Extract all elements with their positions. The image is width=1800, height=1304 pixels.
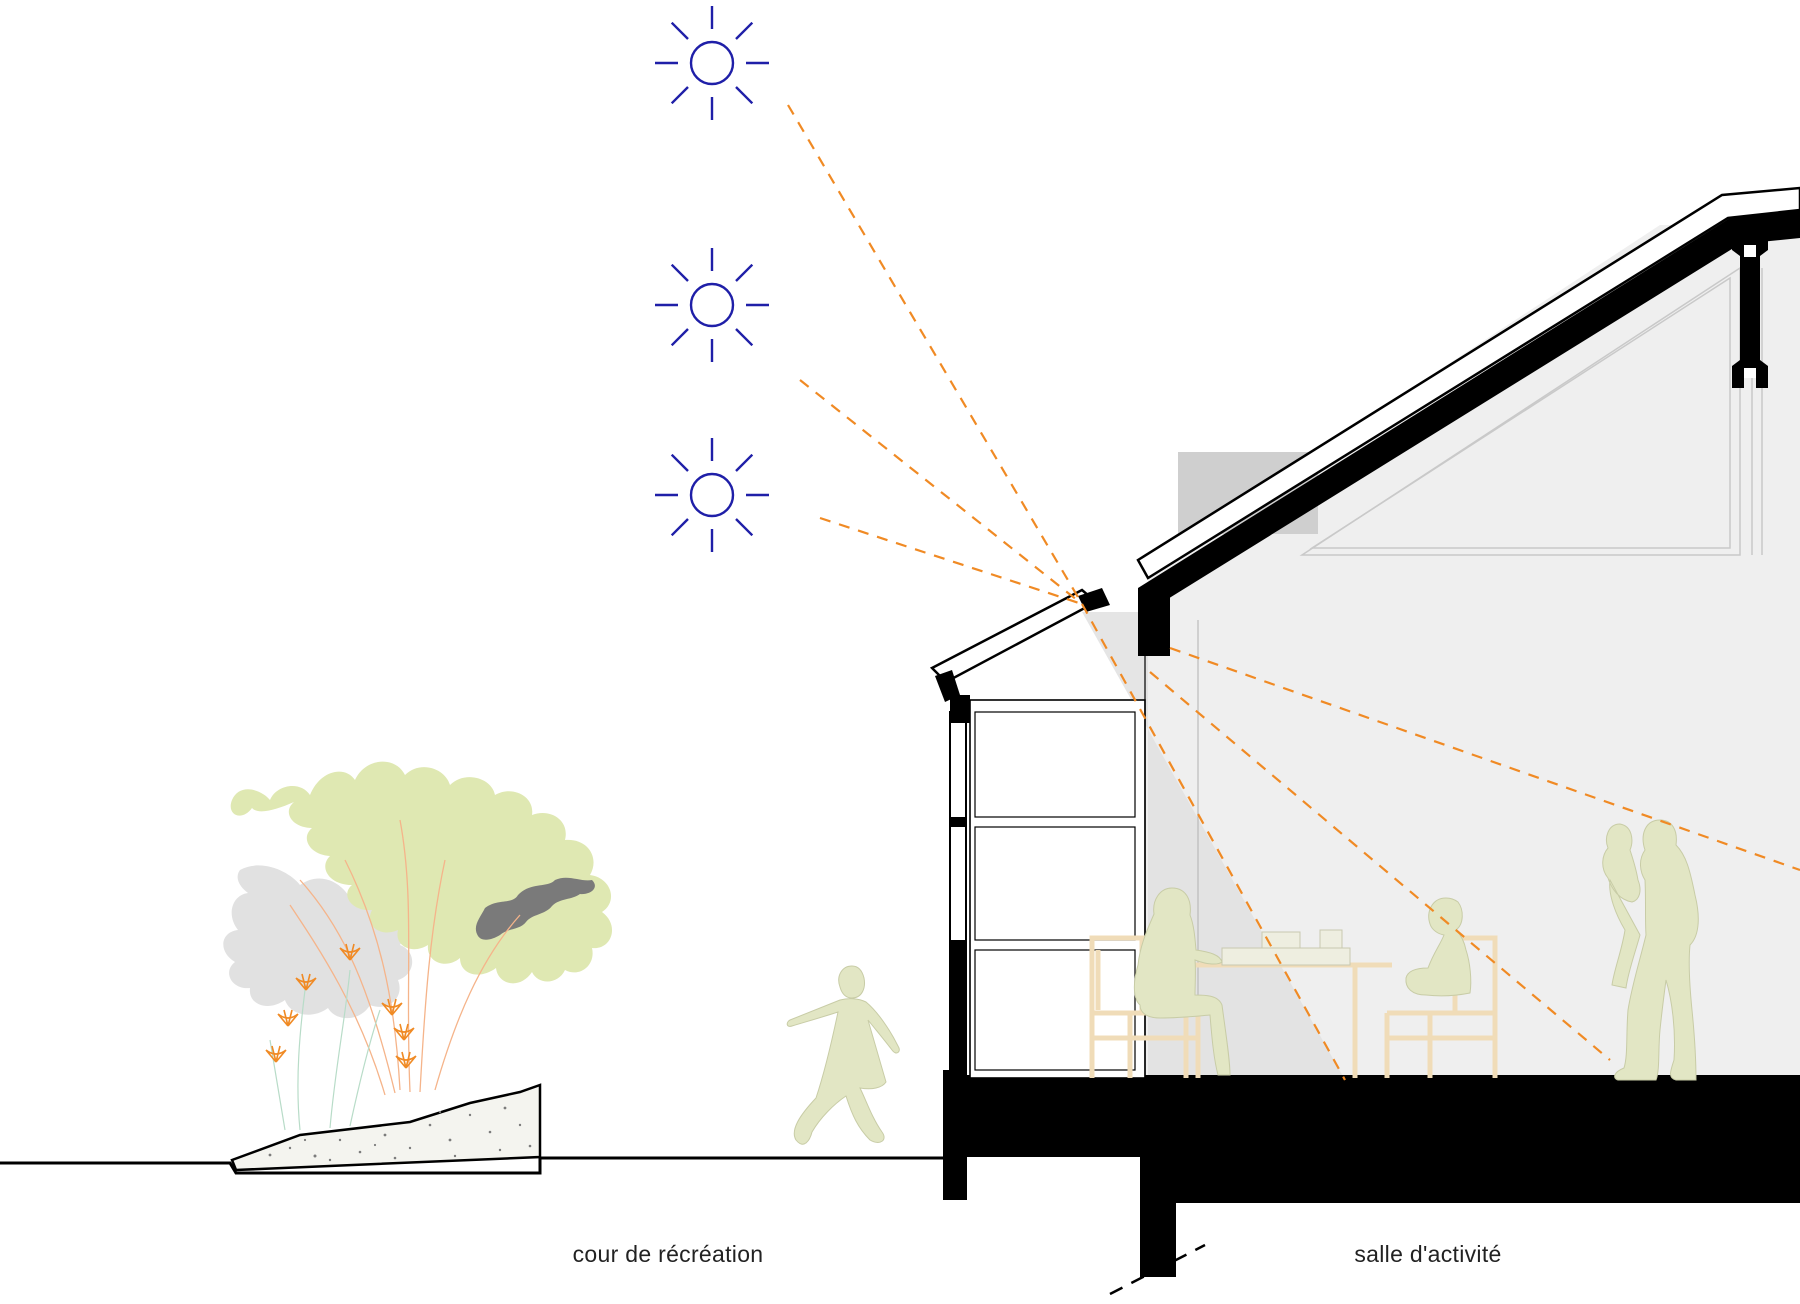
tree-dark-foliage	[475, 877, 595, 940]
seated-adult	[1133, 887, 1231, 1076]
lean-to-gutter	[1078, 588, 1110, 612]
suns	[655, 6, 769, 552]
foundation-left	[943, 1070, 967, 1200]
roof-support-post	[1138, 588, 1170, 656]
plant-stems	[269, 969, 381, 1131]
planting-mound	[230, 1083, 542, 1172]
seated-child	[1405, 897, 1472, 997]
main-roof-outer	[1136, 186, 1800, 580]
facade-wall-post-low	[950, 940, 966, 1080]
tree-vegetation	[223, 761, 613, 1131]
people	[786, 819, 1699, 1145]
chair-right	[1384, 935, 1498, 1078]
table-objects	[1221, 929, 1351, 966]
window-pane-mid	[974, 826, 1136, 941]
flowers	[265, 943, 417, 1069]
child-walking	[786, 965, 900, 1145]
sun-low-icon	[655, 438, 769, 552]
break-line	[1109, 1243, 1206, 1296]
tree-branches	[289, 819, 521, 1096]
sun-mid-icon	[655, 248, 769, 362]
roof-truss-lines	[1299, 266, 1763, 556]
label-courtyard: cour de récréation	[573, 1241, 764, 1267]
ray-out-high	[1081, 603, 1346, 1081]
sun-rays	[787, 104, 1800, 1081]
lean-to-roof-edge	[935, 670, 960, 702]
facade-wall-post-top	[950, 695, 970, 723]
ray-in-low	[819, 516, 1083, 606]
floor-slab	[943, 1075, 1800, 1157]
ray-out-mid	[1149, 671, 1611, 1061]
foundation-right-beam	[1176, 1157, 1800, 1203]
ray-in-high	[787, 104, 1083, 605]
ridge-bracket	[1732, 240, 1768, 388]
window-pane-low	[974, 949, 1136, 1071]
building-structure	[929, 186, 1800, 1296]
facade-wall-post-mid	[950, 817, 966, 827]
window-pane-top	[974, 711, 1136, 818]
standing-adult-with-child	[1602, 819, 1699, 1081]
ground	[0, 1083, 943, 1175]
interior-room-shade	[1145, 225, 1800, 1080]
lean-to-roof	[929, 588, 1099, 684]
ray-in-mid	[799, 379, 1083, 605]
foundation-middle	[1140, 1157, 1176, 1277]
sun-high-icon	[655, 6, 769, 120]
main-roof-beam	[1138, 210, 1800, 610]
label-activity-room: salle d'activité	[1354, 1241, 1501, 1267]
